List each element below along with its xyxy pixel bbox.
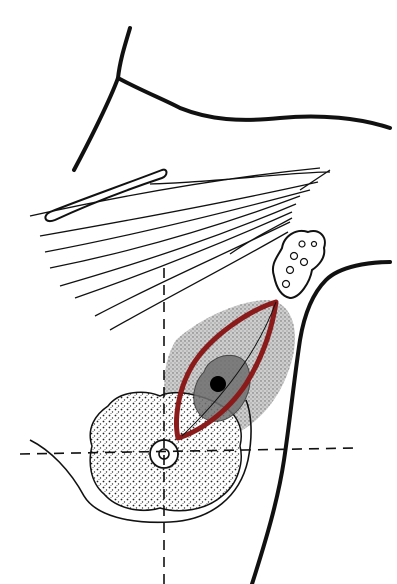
shoulder-outline [118,78,390,128]
tumor-core [210,376,226,392]
clavicle [45,170,166,221]
neck-outline [74,28,130,170]
